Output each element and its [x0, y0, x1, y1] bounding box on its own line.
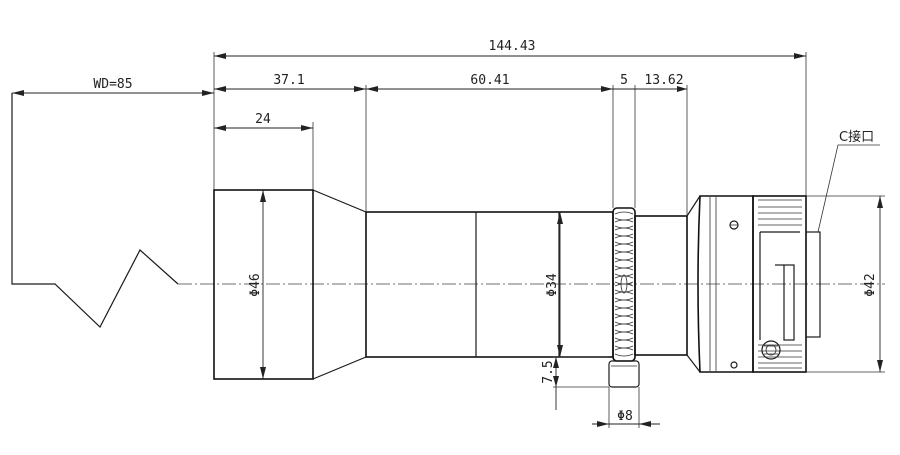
knurl-ridge	[614, 299, 634, 309]
knurl-ridge	[614, 243, 634, 253]
dimension-lines	[12, 53, 883, 427]
middle-diameter-label: Φ34	[545, 273, 560, 297]
knurl-ridge	[614, 275, 634, 285]
knurl-ridge	[614, 323, 634, 333]
screw-height-label: 7.5	[541, 360, 556, 383]
extension-lines	[213, 52, 885, 428]
front-diameter-label: Φ46	[248, 273, 263, 296]
knurl-ridge	[614, 235, 634, 245]
front-section-label: 37.1	[273, 73, 304, 88]
c-mount-label: C接口	[839, 129, 874, 145]
knurl-ridge	[614, 219, 634, 229]
knurl-ridge	[614, 259, 634, 269]
ring-center-mark	[620, 274, 628, 294]
working-distance-break-line	[11, 93, 179, 328]
knurl-ridge	[614, 283, 634, 293]
knurled-focus-ring	[612, 207, 636, 362]
knurl-ridge	[614, 347, 634, 357]
knurl-ridge	[614, 339, 634, 349]
total-length-label: 144.43	[489, 39, 536, 54]
knurl-ridge	[614, 331, 634, 341]
knurl-ridge	[614, 307, 634, 317]
rear-section-label: 13.62	[644, 73, 683, 88]
locking-screw	[608, 360, 640, 388]
knurl-ridge	[614, 315, 634, 325]
screw-diameter-label: Φ8	[617, 409, 633, 424]
knurl-ridge	[614, 251, 634, 261]
knurl-ridge	[614, 211, 634, 221]
middle-section-label: 60.41	[470, 73, 509, 88]
rear-housing	[697, 195, 821, 373]
front-barrel	[213, 189, 367, 380]
middle-barrel	[365, 211, 614, 358]
front-barrel-label: 24	[255, 112, 271, 127]
ring-width-label: 5	[620, 73, 628, 88]
knurl-ridge	[614, 227, 634, 237]
rear-barrel	[634, 195, 701, 373]
rear-diameter-label: Φ42	[863, 273, 878, 296]
working-distance-label: WD=85	[93, 77, 132, 92]
